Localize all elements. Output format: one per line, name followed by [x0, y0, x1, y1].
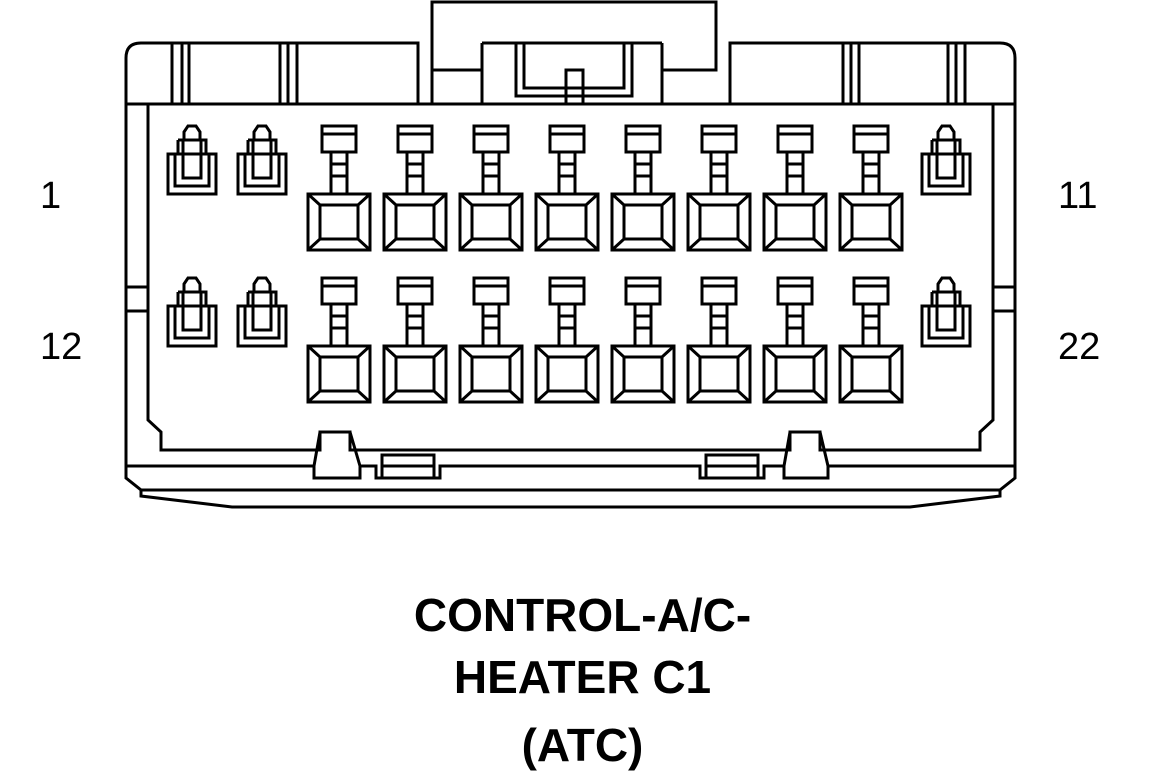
pin-cavity-r1-11 [920, 124, 972, 196]
pin-cavity-r2-2 [236, 276, 288, 348]
pin-cavity-r1-4 [382, 124, 448, 252]
pin-cavity-r1-3 [306, 124, 372, 252]
pin-cavity-r1-8 [686, 124, 752, 252]
pin-cavity-r1-1 [166, 124, 218, 196]
pin-cavity-r2-9 [762, 276, 828, 404]
pin-cavity-r1-7 [610, 124, 676, 252]
caption-line-3: (ATC) [521, 719, 644, 771]
pin-cavity-r1-2 [236, 124, 288, 196]
pin-cavity-r2-6 [534, 276, 600, 404]
pin-cavity-r1-6 [534, 124, 600, 252]
pin-label-1: 1 [40, 175, 62, 217]
pin-label-12: 12 [40, 326, 83, 368]
caption-line-1: CONTROL-A/C- [413, 589, 752, 641]
pin-cavity-r2-5 [458, 276, 524, 404]
pin-cavity-r2-11 [920, 276, 972, 348]
pin-cavity-r1-9 [762, 124, 828, 252]
pin-cavity-r2-8 [686, 276, 752, 404]
pin-cavity-r2-1 [166, 276, 218, 348]
caption-line-2: HEATER C1 [453, 651, 712, 703]
housing-top-right [728, 41, 1017, 104]
pin-cavity-r1-10 [838, 124, 904, 252]
pin-cavity-r2-10 [838, 276, 904, 404]
housing-top-left [124, 41, 420, 104]
pin-cavity-r2-3 [306, 276, 372, 404]
pin-label-11: 11 [1058, 175, 1098, 217]
pin-cavity-r1-5 [458, 124, 524, 252]
pin-label-22: 22 [1058, 326, 1101, 368]
pin-cavity-r2-4 [382, 276, 448, 404]
pin-cavity-r2-7 [610, 276, 676, 404]
